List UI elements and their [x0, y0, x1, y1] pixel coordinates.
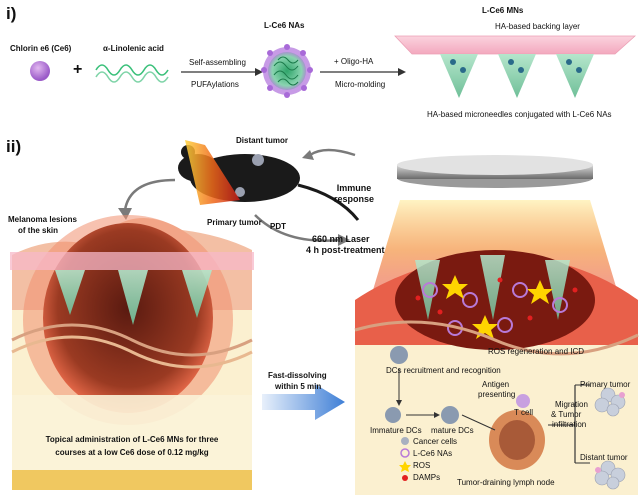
linolenic-label: α-Linolenic acid [103, 44, 164, 53]
arrow-self-assembling [181, 68, 263, 76]
ce6-label: Chlorin e6 (Ce6) [10, 44, 72, 53]
antigen-line2: presenting [478, 390, 516, 399]
skin-block-right [354, 155, 639, 495]
legend-ros: ROS [413, 461, 431, 470]
lymph-label: Tumor-draining lymph node [457, 478, 555, 487]
migration-line1: Migration [555, 400, 588, 409]
legend-damps: DAMPs [413, 473, 441, 482]
self-assembling-label: Self-assembling [189, 58, 246, 67]
arrow-head [302, 150, 314, 160]
primary-tumor-label: Primary tumor [207, 218, 262, 227]
antigen-line1: Antigen [482, 380, 510, 389]
immune-response-label: Immune response [333, 183, 375, 204]
backing-label: HA-based backing layer [495, 22, 580, 31]
microneedle-patch-icon [394, 35, 637, 98]
fast-line2: within 5 min [275, 382, 322, 391]
distant-tumor-right: Distant tumor [580, 453, 628, 462]
legend-l-ce6-nas: L-Ce6 NAs [413, 449, 453, 458]
primary-tumor-right: Primary tumor [580, 380, 631, 389]
ros-icd-label: ROS regeneration and ICD [488, 347, 585, 356]
laser-line1: 660 nm Laser [312, 234, 370, 244]
migration-line2: & Tumor [551, 410, 582, 419]
skin-block-left [10, 215, 254, 490]
plus-sign: + [73, 61, 83, 78]
oligo-label: + Oligo-HA [334, 57, 374, 66]
fast-line1: Fast-dissolving [268, 371, 327, 380]
laser-beam-icon [185, 140, 240, 205]
mns-title: L-Ce6 MNs [482, 6, 524, 15]
arrow-head [338, 234, 350, 246]
curved-arrows [123, 148, 356, 242]
l-ce6-nas-icon [261, 44, 313, 98]
immature-label: Immature DCs [370, 426, 422, 435]
arrow-micro-molding [320, 68, 406, 76]
ce6-molecule-icon [30, 61, 50, 81]
dcs-recruit-label: DCs recruitment and recognition [386, 366, 501, 375]
pdt-label: PDT [270, 222, 286, 231]
molding-label: Micro-molding [335, 80, 386, 89]
melanoma-line1: Melanoma lesions [8, 215, 77, 224]
melanoma-line2: of the skin [18, 226, 59, 235]
mature-label: mature DCs [431, 426, 474, 435]
topical-line2: courses at a low Ce6 dose of 0.12 mg/kg [55, 448, 209, 457]
laser-line2: 4 h post-treatment [306, 245, 385, 255]
section-ii-label: ii) [6, 137, 22, 156]
section-i-label: i) [6, 4, 17, 23]
tcell-label: T cell [514, 408, 533, 417]
distant-tumor-label: Distant tumor [236, 136, 288, 145]
pufaylations-label: PUFAylations [191, 80, 239, 89]
linolenic-acid-icon [95, 64, 169, 83]
legend-cancer-cells: Cancer cells [413, 437, 458, 446]
arrow-head [118, 208, 132, 220]
fast-dissolving-arrow [262, 384, 345, 420]
migration-line3: infiltration [552, 420, 587, 429]
nas-title: L-Ce6 NAs [264, 21, 305, 30]
topical-line1: Topical administration of L-Ce6 MNs for … [45, 435, 219, 444]
microneedles-label: HA-based microneedles conjugated with L-… [427, 110, 612, 119]
